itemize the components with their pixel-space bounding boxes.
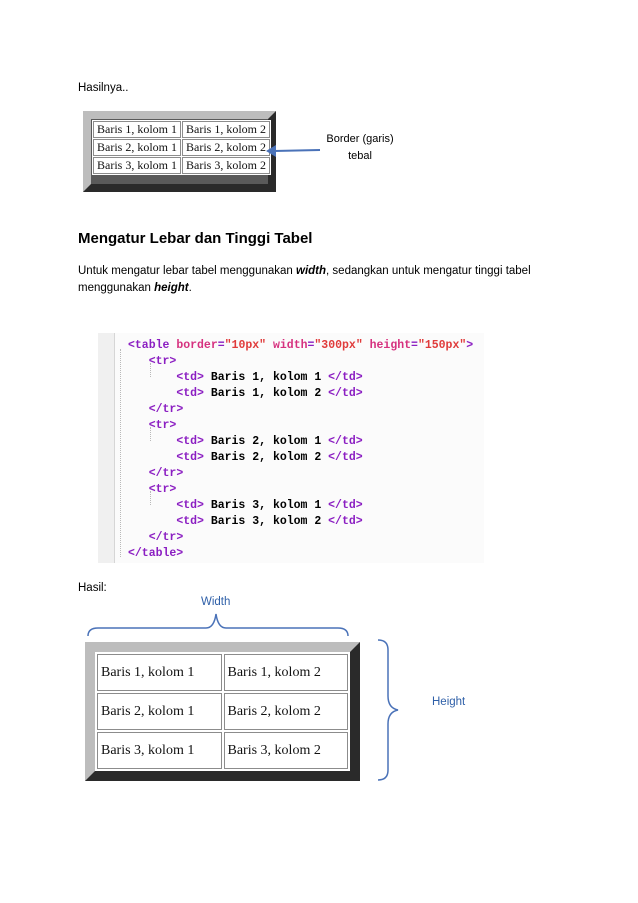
table-cell: Baris 3, kolom 2 bbox=[182, 157, 270, 174]
indent-guide bbox=[150, 363, 151, 377]
code-token: Baris 3, kolom 1 bbox=[210, 499, 322, 512]
height-brace-icon bbox=[377, 639, 399, 781]
table-cell: Baris 2, kolom 2 bbox=[223, 693, 348, 730]
code-token: <tr> bbox=[148, 419, 177, 432]
code-token: </table> bbox=[128, 547, 184, 560]
code-token: </td> bbox=[328, 499, 363, 512]
code-line: </tr> bbox=[128, 531, 184, 544]
code-line: <tr> bbox=[128, 355, 177, 368]
code-token: <tr> bbox=[148, 483, 177, 496]
code-token: <td> bbox=[176, 387, 204, 400]
code-token: </tr> bbox=[148, 531, 184, 544]
code-token: <td> bbox=[176, 499, 204, 512]
code-token: </tr> bbox=[148, 467, 184, 480]
code-token: "150px" bbox=[417, 339, 467, 352]
code-token: "10px" bbox=[224, 339, 267, 352]
code-token: </tr> bbox=[148, 403, 184, 416]
demo-table-1: Baris 1, kolom 1 Baris 1, kolom 2 Baris … bbox=[92, 120, 271, 175]
table-cell: Baris 1, kolom 2 bbox=[223, 654, 348, 691]
hasil-label: Hasil: bbox=[78, 582, 107, 594]
keyword-height: height bbox=[154, 282, 189, 294]
table-cell: Baris 1, kolom 1 bbox=[97, 654, 222, 691]
table-row: Baris 3, kolom 1 Baris 3, kolom 2 bbox=[97, 732, 348, 769]
code-token: <td> bbox=[176, 435, 204, 448]
code-token: Baris 3, kolom 2 bbox=[210, 515, 322, 528]
paragraph-text: . bbox=[188, 282, 192, 294]
code-line: <td> Baris 1, kolom 2 </td> bbox=[128, 387, 363, 400]
table-cell: Baris 2, kolom 2 bbox=[182, 139, 270, 156]
keyword-width: width bbox=[296, 265, 327, 277]
code-token: height bbox=[369, 339, 412, 352]
paragraph-text: menggunakan bbox=[78, 282, 155, 294]
code-token: Baris 1, kolom 2 bbox=[210, 387, 322, 400]
code-line: <td> Baris 3, kolom 2 </td> bbox=[128, 515, 363, 528]
paragraph-text: Untuk mengatur lebar tabel menggunakan bbox=[78, 265, 297, 277]
width-label: Width bbox=[201, 596, 231, 608]
height-label: Height bbox=[432, 696, 466, 708]
code-token: </td> bbox=[328, 451, 363, 464]
code-line: </table> bbox=[128, 547, 183, 560]
code-gutter bbox=[98, 333, 115, 563]
code-token: <table bbox=[128, 339, 170, 352]
table-cell: Baris 3, kolom 1 bbox=[93, 157, 181, 174]
code-token: Baris 2, kolom 2 bbox=[210, 451, 322, 464]
table-row: Baris 2, kolom 1 Baris 2, kolom 2 bbox=[97, 693, 348, 730]
code-line: <tr> bbox=[128, 483, 177, 496]
table-cell: Baris 3, kolom 1 bbox=[97, 732, 222, 769]
code-token: </td> bbox=[328, 515, 363, 528]
paragraph-text: , sedangkan untuk mengatur tinggi tabel bbox=[326, 265, 531, 277]
intro-text: Hasilnya.. bbox=[78, 82, 129, 94]
code-line: </tr> bbox=[128, 403, 184, 416]
code-line: <tr> bbox=[128, 419, 177, 432]
code-snippet-image: <table border="10px" width="300px" heigh… bbox=[98, 333, 484, 563]
code-line: <td> Baris 2, kolom 2 </td> bbox=[128, 451, 363, 464]
code-line: <td> Baris 3, kolom 1 </td> bbox=[128, 499, 363, 512]
code-token: </td> bbox=[328, 371, 363, 384]
border-table-image: Baris 1, kolom 1 Baris 1, kolom 2 Baris … bbox=[83, 111, 276, 192]
code-line: </tr> bbox=[128, 467, 184, 480]
width-brace-icon bbox=[87, 613, 349, 637]
code-token: width bbox=[272, 339, 308, 352]
border-annotation: Border (garis) tebal bbox=[312, 131, 408, 165]
code-token: Baris 1, kolom 1 bbox=[210, 371, 322, 384]
indent-guide bbox=[150, 427, 151, 441]
indent-guide bbox=[120, 349, 121, 557]
table-row: Baris 3, kolom 1 Baris 3, kolom 2 bbox=[93, 157, 270, 174]
demo-table-2: Baris 1, kolom 1 Baris 1, kolom 2 Baris … bbox=[95, 652, 350, 771]
table-row: Baris 1, kolom 1 Baris 1, kolom 2 bbox=[97, 654, 348, 691]
code-line: <td> Baris 1, kolom 1 </td> bbox=[128, 371, 363, 384]
code-token: <td> bbox=[176, 371, 204, 384]
arrow-left-icon bbox=[266, 145, 321, 157]
table-cell: Baris 2, kolom 1 bbox=[97, 693, 222, 730]
code-line: <table border="10px" width="300px" heigh… bbox=[128, 339, 474, 352]
section-heading: Mengatur Lebar dan Tinggi Tabel bbox=[78, 230, 313, 247]
code-token: </td> bbox=[328, 387, 363, 400]
code-token: border bbox=[176, 339, 218, 352]
code-token: </td> bbox=[328, 435, 363, 448]
annotation-line: tebal bbox=[348, 150, 372, 162]
annotation-line: Border (garis) bbox=[326, 133, 394, 145]
table-row: Baris 1, kolom 1 Baris 1, kolom 2 bbox=[93, 121, 270, 138]
code-token: "300px" bbox=[314, 339, 363, 352]
table-cell: Baris 1, kolom 2 bbox=[182, 121, 270, 138]
indent-guide bbox=[150, 491, 151, 505]
code-token: <td> bbox=[176, 451, 204, 464]
code-line: <td> Baris 2, kolom 1 </td> bbox=[128, 435, 363, 448]
code-token: <td> bbox=[176, 515, 204, 528]
table-cell: Baris 3, kolom 2 bbox=[223, 732, 348, 769]
section-paragraph: Untuk mengatur lebar tabel menggunakan w… bbox=[78, 263, 578, 297]
code-token: Baris 2, kolom 1 bbox=[210, 435, 322, 448]
table-cell: Baris 2, kolom 1 bbox=[93, 139, 181, 156]
sized-table-image: Baris 1, kolom 1 Baris 1, kolom 2 Baris … bbox=[85, 642, 360, 781]
code-token: <tr> bbox=[148, 355, 177, 368]
table-row: Baris 2, kolom 1 Baris 2, kolom 2 bbox=[93, 139, 270, 156]
table-cell: Baris 1, kolom 1 bbox=[93, 121, 181, 138]
